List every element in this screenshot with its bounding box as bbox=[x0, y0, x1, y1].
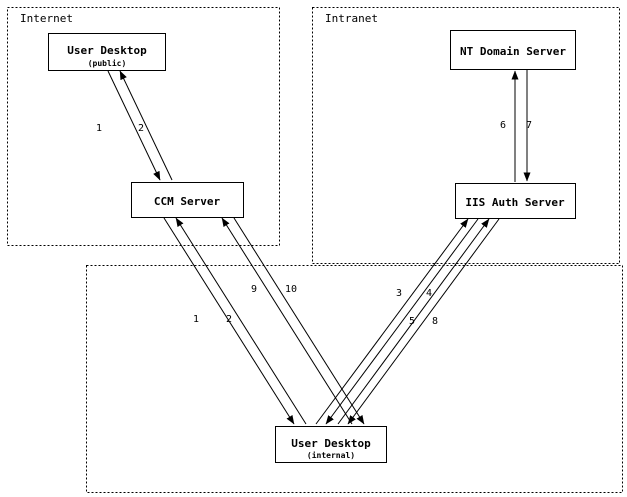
node-subtitle-user-desktop-public: (public) bbox=[88, 58, 127, 68]
node-title-nt-domain-server: NT Domain Server bbox=[460, 45, 566, 58]
flow-line-step-2-internal bbox=[175, 217, 307, 425]
flow-line-step-1-internal bbox=[163, 217, 295, 425]
node-rect-iis-auth-server bbox=[455, 183, 576, 219]
node-iis-auth-server[interactable]: IIS Auth Server bbox=[455, 183, 576, 219]
node-subtitle-user-desktop-internal: (internal) bbox=[307, 450, 355, 460]
flow-line-step-4 bbox=[325, 218, 479, 425]
flow-line-step-3 bbox=[315, 218, 469, 425]
node-title-user-desktop-public: User Desktop bbox=[67, 44, 147, 57]
flow-ccm-to-internal-desktop-1-2 bbox=[163, 217, 307, 425]
node-title-ccm-server: CCM Server bbox=[154, 195, 221, 208]
step-label-1-internal: 1 bbox=[193, 314, 199, 325]
flow-iis-to-internal-desktop-3-4 bbox=[315, 218, 479, 425]
step-label-1-public: 1 bbox=[96, 123, 102, 134]
node-user-desktop-internal[interactable]: User Desktop (internal) bbox=[275, 426, 387, 463]
step-label-2-internal: 2 bbox=[226, 314, 232, 325]
zone-label-intranet: Intranet bbox=[325, 12, 378, 25]
flow-iis-to-internal-desktop-5-8 bbox=[337, 218, 500, 425]
node-title-user-desktop-internal: User Desktop bbox=[291, 437, 371, 450]
zone-box-internal bbox=[86, 265, 623, 493]
flow-line-step-2-public bbox=[119, 70, 173, 181]
flow-line-step-10 bbox=[233, 217, 365, 425]
flow-line-step-9 bbox=[221, 217, 353, 425]
node-user-desktop-public[interactable]: User Desktop (public) bbox=[48, 33, 166, 71]
node-rect-nt-domain-server bbox=[450, 30, 576, 70]
zone-box-internet bbox=[7, 7, 280, 246]
step-label-3: 3 bbox=[396, 288, 402, 299]
step-label-10: 10 bbox=[285, 284, 297, 295]
flow-line-step-8 bbox=[347, 218, 500, 425]
node-rect-ccm-server bbox=[131, 182, 244, 218]
node-rect-user-desktop-public bbox=[48, 33, 166, 71]
flow-public-desktop-to-ccm bbox=[107, 70, 173, 181]
flow-line-step-5 bbox=[337, 218, 490, 425]
step-label-2-public: 2 bbox=[138, 123, 144, 134]
step-label-8: 8 bbox=[432, 316, 438, 327]
step-label-9: 9 bbox=[251, 284, 257, 295]
node-rect-user-desktop-internal bbox=[275, 426, 387, 463]
zone-label-internet: Internet bbox=[20, 12, 73, 25]
step-label-4: 4 bbox=[426, 288, 432, 299]
flow-ccm-to-internal-desktop-9-10 bbox=[221, 217, 365, 425]
flow-line-step-1-public bbox=[107, 70, 161, 181]
step-label-7: 7 bbox=[526, 120, 532, 131]
step-label-6: 6 bbox=[500, 120, 506, 131]
node-nt-domain-server[interactable]: NT Domain Server bbox=[450, 30, 576, 70]
step-label-5: 5 bbox=[409, 316, 415, 327]
node-ccm-server[interactable]: CCM Server bbox=[131, 182, 244, 218]
node-title-iis-auth-server: IIS Auth Server bbox=[465, 196, 565, 209]
flow-iis-to-nt-domain bbox=[511, 70, 531, 182]
